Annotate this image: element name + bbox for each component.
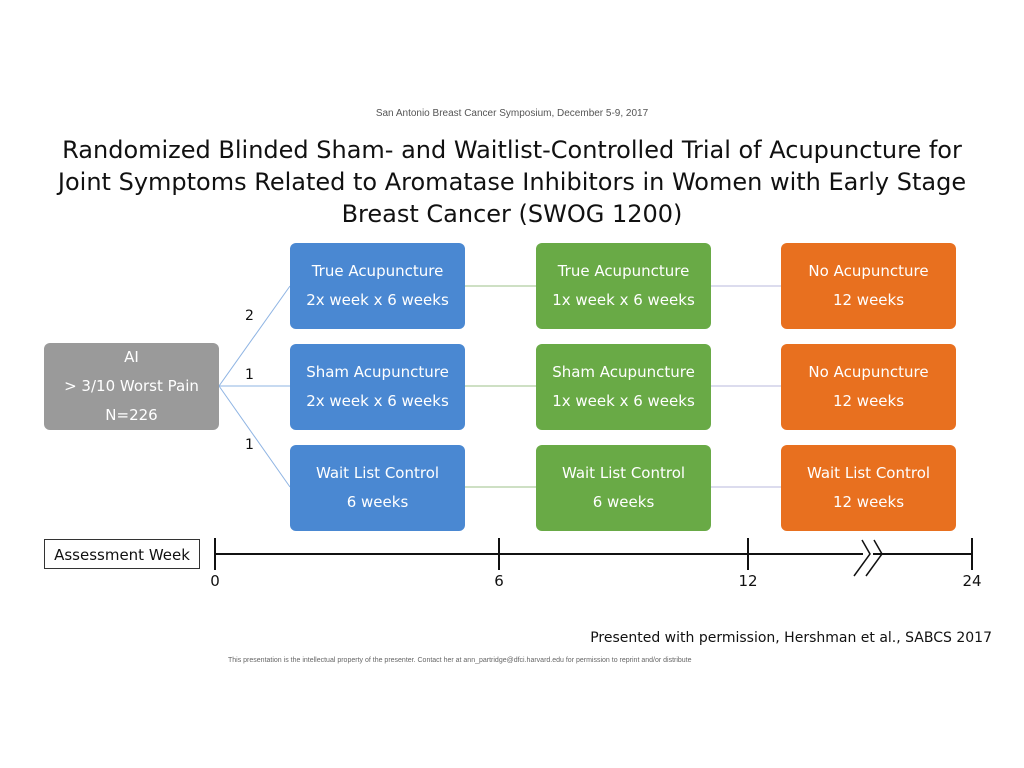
- randomization-ratio: 1: [245, 437, 254, 453]
- title-line: Breast Cancer (SWOG 1200): [341, 200, 683, 228]
- arm-3-phase-1-box: Wait List Control 6 weeks: [290, 445, 465, 531]
- randomization-ratio: 2: [245, 308, 254, 324]
- tick-label: 6: [494, 572, 504, 590]
- box-line: No Acupuncture: [808, 363, 929, 381]
- box-line: 1x week x 6 weeks: [552, 392, 695, 410]
- arm-2-phase-3-box: No Acupuncture 12 weeks: [781, 344, 956, 430]
- tick-label: 0: [210, 572, 220, 590]
- arm-3-phase-3-box: Wait List Control 12 weeks: [781, 445, 956, 531]
- enrollment-line: AI: [124, 348, 139, 366]
- box-line: 1x week x 6 weeks: [552, 291, 695, 309]
- assessment-week-label: Assessment Week: [44, 539, 200, 569]
- box-line: True Acupuncture: [557, 262, 690, 280]
- box-line: 12 weeks: [832, 392, 905, 410]
- randomization-ratio: 1: [245, 367, 254, 383]
- box-line: 6 weeks: [592, 493, 655, 511]
- box-line: Wait List Control: [806, 464, 931, 482]
- box-line: Sham Acupuncture: [306, 363, 449, 381]
- arm-1-phase-3-box: No Acupuncture 12 weeks: [781, 243, 956, 329]
- branch-line-arm-1: [218, 285, 291, 387]
- axis-break-icon: [853, 539, 871, 577]
- enrollment-box: AI > 3/10 Worst Pain N=226: [44, 343, 219, 430]
- credit-text: Presented with permission, Hershman et a…: [590, 630, 992, 646]
- disclaimer-text: This presentation is the intellectual pr…: [228, 657, 692, 664]
- axis-break-icon: [865, 539, 883, 577]
- box-line: Wait List Control: [315, 464, 440, 482]
- conference-caption: San Antonio Breast Cancer Symposium, Dec…: [375, 108, 649, 119]
- box-line: Wait List Control: [561, 464, 686, 482]
- title-line: Randomized Blinded Sham- and Waitlist-Co…: [62, 136, 962, 164]
- title-line: Joint Symptoms Related to Aromatase Inhi…: [57, 168, 967, 196]
- tick-label: 12: [738, 572, 758, 590]
- box-line: 12 weeks: [832, 291, 905, 309]
- box-line: 12 weeks: [832, 493, 905, 511]
- box-line: True Acupuncture: [311, 262, 444, 280]
- box-line: Sham Acupuncture: [552, 363, 695, 381]
- arm-2-phase-2-box: Sham Acupuncture 1x week x 6 weeks: [536, 344, 711, 430]
- enrollment-line: N=226: [105, 406, 158, 424]
- tick-label: 24: [962, 572, 982, 590]
- arm-2-phase-1-box: Sham Acupuncture 2x week x 6 weeks: [290, 344, 465, 430]
- arm-3-phase-2-box: Wait List Control 6 weeks: [536, 445, 711, 531]
- enrollment-line: > 3/10 Worst Pain: [64, 377, 199, 395]
- arm-1-phase-2-box: True Acupuncture 1x week x 6 weeks: [536, 243, 711, 329]
- box-line: 2x week x 6 weeks: [306, 392, 449, 410]
- slide-title: Randomized Blinded Sham- and Waitlist-Co…: [30, 134, 994, 230]
- arm-1-phase-1-box: True Acupuncture 2x week x 6 weeks: [290, 243, 465, 329]
- box-line: No Acupuncture: [808, 262, 929, 280]
- branch-line-arm-3: [218, 385, 291, 488]
- box-line: 2x week x 6 weeks: [306, 291, 449, 309]
- box-line: 6 weeks: [346, 493, 409, 511]
